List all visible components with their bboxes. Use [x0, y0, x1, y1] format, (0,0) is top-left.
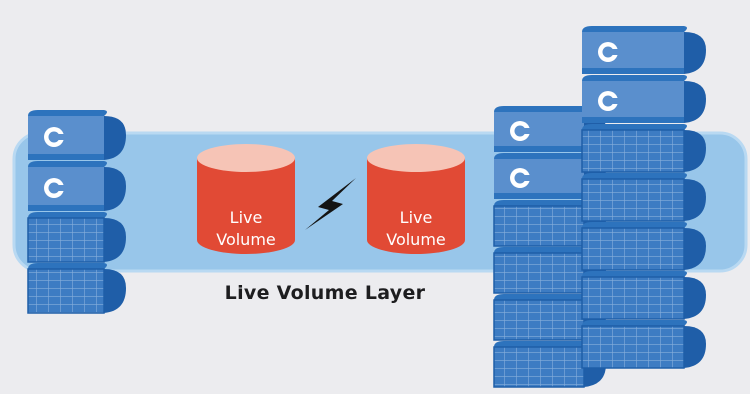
controller-c-icon: [510, 168, 532, 188]
volume-2-line1: Live: [400, 208, 433, 227]
volume-1-line2: Volume: [216, 230, 276, 249]
live-volume-cylinder-1: Live Volume: [197, 144, 295, 254]
storage-rack-right-back: [581, 26, 706, 369]
controller-c-icon: [598, 91, 620, 111]
controller-c-icon: [598, 42, 620, 62]
controller-c-icon: [44, 178, 66, 198]
storage-rack-left: [27, 110, 126, 314]
volume-2-line2: Volume: [386, 230, 446, 249]
drive-enclosure-3: [27, 212, 126, 263]
lightning-link-icon: [305, 178, 356, 230]
controller-unit-1: [582, 26, 706, 74]
controller-c-icon: [44, 127, 66, 147]
controller-unit-2: [582, 75, 706, 123]
live-volume-layer-label: Live Volume Layer: [224, 282, 426, 304]
drive-enclosure-6: [581, 271, 706, 320]
controller-unit-1: [494, 106, 606, 152]
drive-enclosure-5: [581, 222, 706, 271]
drive-enclosure-3: [581, 124, 706, 173]
controller-unit-2: [28, 161, 126, 211]
volume-1-line1: Live: [230, 208, 263, 227]
drive-enclosure-4: [581, 173, 706, 222]
controller-unit-1: [28, 110, 126, 160]
live-volume-cylinder-2: Live Volume: [367, 144, 465, 254]
drive-enclosure-5: [493, 294, 606, 341]
drive-enclosure-7: [581, 320, 706, 369]
drive-enclosure-4: [27, 263, 126, 314]
controller-c-icon: [510, 121, 532, 141]
